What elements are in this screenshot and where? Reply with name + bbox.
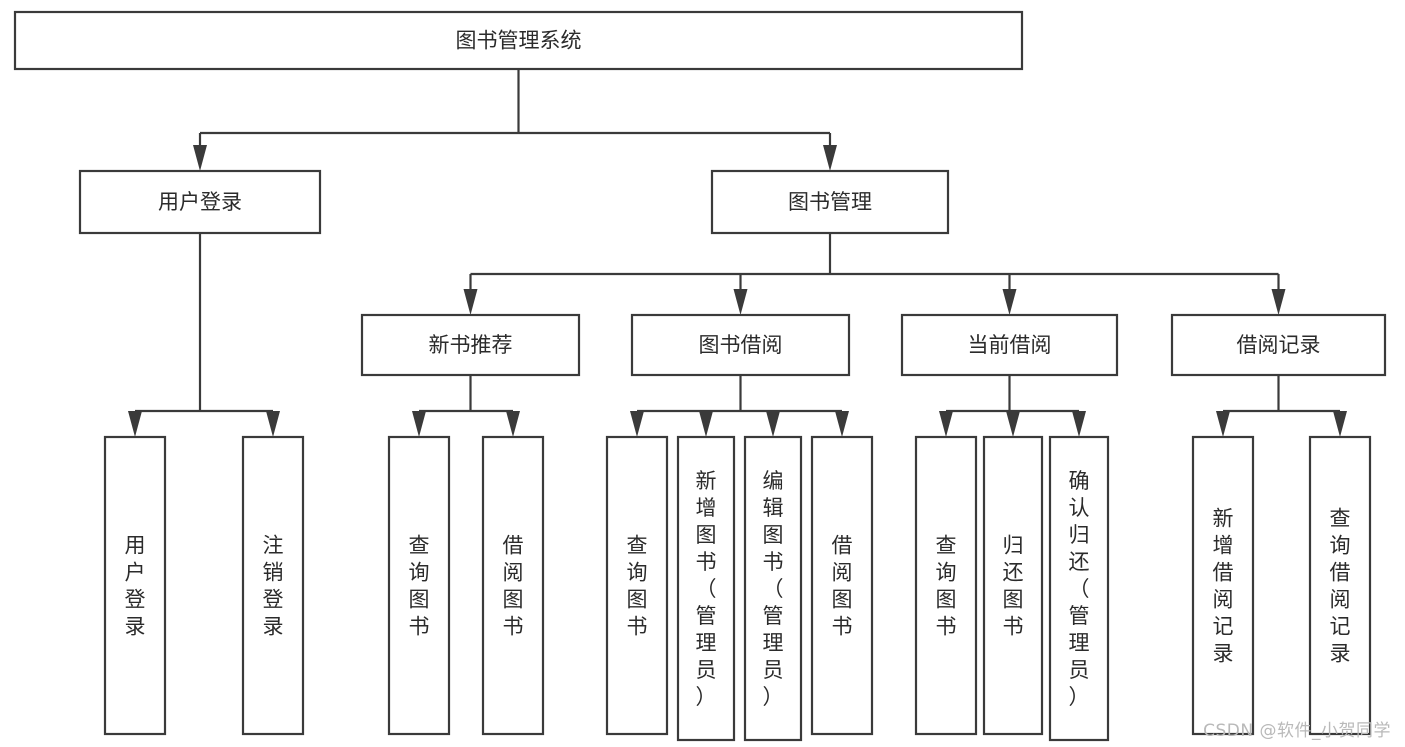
node-new-book-rec-box: [360, 313, 581, 377]
node-book-borrow-label: 图书借阅: [699, 333, 783, 357]
node-new-book-rec[interactable]: 新书推荐: [360, 313, 581, 377]
arrow-head-icon: [1002, 289, 1017, 315]
node-leaf-confirm-return-box: [1048, 435, 1110, 742]
node-leaf-logout-label: 注销登录: [263, 534, 284, 639]
node-borrow-record-label: 借阅记录: [1237, 333, 1321, 357]
node-root-box: [13, 10, 1024, 71]
arrow-head-icon: [412, 411, 426, 437]
node-leaf-add-record[interactable]: 新增借阅记录: [1191, 435, 1255, 736]
node-leaf-user-login[interactable]: 用户登录: [103, 435, 167, 736]
arrow-head-icon: [1006, 411, 1020, 437]
node-borrow-record[interactable]: 借阅记录: [1170, 313, 1387, 377]
csdn-watermark: CSDN @软件_小贺同学: [1203, 721, 1391, 741]
node-leaf-borrow-book-1[interactable]: 借阅图书: [481, 435, 545, 736]
node-leaf-query-book-3-label: 查询图书: [936, 534, 957, 639]
node-leaf-logout-box: [241, 435, 305, 736]
node-leaf-user-login-box: [103, 435, 167, 736]
node-leaf-query-book-2-label: 查询图书: [627, 534, 648, 639]
node-leaf-borrow-book-2-box: [810, 435, 874, 736]
arrow-head-icon: [266, 411, 280, 437]
node-book-manage-box: [710, 169, 950, 235]
node-leaf-user-login-label: 用户登录: [125, 534, 146, 639]
node-leaf-return-book-label: 归还图书: [1003, 534, 1024, 639]
arrow-head-icon: [630, 411, 644, 437]
node-root-label: 图书管理系统: [456, 29, 582, 53]
node-book-borrow-box: [630, 313, 851, 377]
arrow-head-icon: [733, 289, 748, 315]
node-leaf-add-book[interactable]: 新增图书（管理员）: [676, 435, 736, 742]
node-leaf-query-record-box: [1308, 435, 1372, 736]
node-new-book-rec-label: 新书推荐: [429, 333, 513, 357]
arrow-head-icon: [193, 145, 207, 171]
node-leaf-query-record[interactable]: 查询借阅记录: [1308, 435, 1372, 736]
arrow-head-icon: [939, 411, 953, 437]
node-leaf-confirm-return[interactable]: 确认归还（管理员）: [1048, 435, 1110, 742]
node-user-login-box: [78, 169, 322, 235]
node-leaf-borrow-book-1-box: [481, 435, 545, 736]
arrow-head-icon: [506, 411, 520, 437]
node-book-manage[interactable]: 图书管理: [710, 169, 950, 235]
node-leaf-edit-book[interactable]: 编辑图书（管理员）: [743, 435, 803, 742]
node-leaf-add-record-label: 新增借阅记录: [1213, 507, 1234, 666]
node-leaf-query-book-2-box: [605, 435, 669, 736]
node-leaf-logout[interactable]: 注销登录: [241, 435, 305, 736]
node-leaf-query-book-2[interactable]: 查询图书: [605, 435, 669, 736]
node-leaf-query-book-3-box: [914, 435, 978, 736]
arrow-head-icon: [1216, 411, 1230, 437]
node-current-borrow-label: 当前借阅: [968, 333, 1052, 357]
node-leaf-borrow-book-1-label: 借阅图书: [503, 534, 524, 639]
connector-layer: [128, 69, 1347, 437]
arrow-head-icon: [1072, 411, 1086, 437]
node-leaf-add-book-box: [676, 435, 736, 742]
node-leaf-query-book-1-label: 查询图书: [409, 534, 430, 639]
node-user-login-label: 用户登录: [158, 190, 242, 214]
node-book-borrow[interactable]: 图书借阅: [630, 313, 851, 377]
node-leaf-return-book[interactable]: 归还图书: [982, 435, 1044, 736]
arrow-head-icon: [128, 411, 142, 437]
node-leaf-add-book-label: 新增图书（管理员）: [696, 469, 717, 709]
node-leaf-confirm-return-label: 确认归还（管理员）: [1069, 469, 1090, 709]
node-leaf-edit-book-label: 编辑图书（管理员）: [763, 469, 784, 709]
node-leaf-return-book-box: [982, 435, 1044, 736]
node-borrow-record-box: [1170, 313, 1387, 377]
arrow-head-icon: [823, 145, 837, 171]
arrow-head-icon: [699, 411, 713, 437]
node-leaf-add-record-box: [1191, 435, 1255, 736]
node-leaf-borrow-book-2-label: 借阅图书: [832, 534, 853, 639]
arrow-head-icon: [463, 289, 478, 315]
arrow-head-icon: [766, 411, 780, 437]
node-leaf-borrow-book-2[interactable]: 借阅图书: [810, 435, 874, 736]
node-leaf-query-book-1-box: [387, 435, 451, 736]
node-leaf-query-book-1[interactable]: 查询图书: [387, 435, 451, 736]
arrow-head-icon: [835, 411, 849, 437]
node-current-borrow[interactable]: 当前借阅: [900, 313, 1119, 377]
node-book-manage-label: 图书管理: [788, 190, 872, 214]
node-user-login[interactable]: 用户登录: [78, 169, 322, 235]
arrow-head-icon: [1271, 289, 1286, 315]
node-current-borrow-box: [900, 313, 1119, 377]
node-leaf-edit-book-box: [743, 435, 803, 742]
node-leaf-query-book-3[interactable]: 查询图书: [914, 435, 978, 736]
node-layer: 图书管理系统用户登录图书管理新书推荐图书借阅当前借阅借阅记录用户登录注销登录查询…: [13, 10, 1387, 742]
node-leaf-query-record-label: 查询借阅记录: [1330, 507, 1351, 666]
arrow-head-icon: [1333, 411, 1347, 437]
node-root[interactable]: 图书管理系统: [13, 10, 1024, 71]
